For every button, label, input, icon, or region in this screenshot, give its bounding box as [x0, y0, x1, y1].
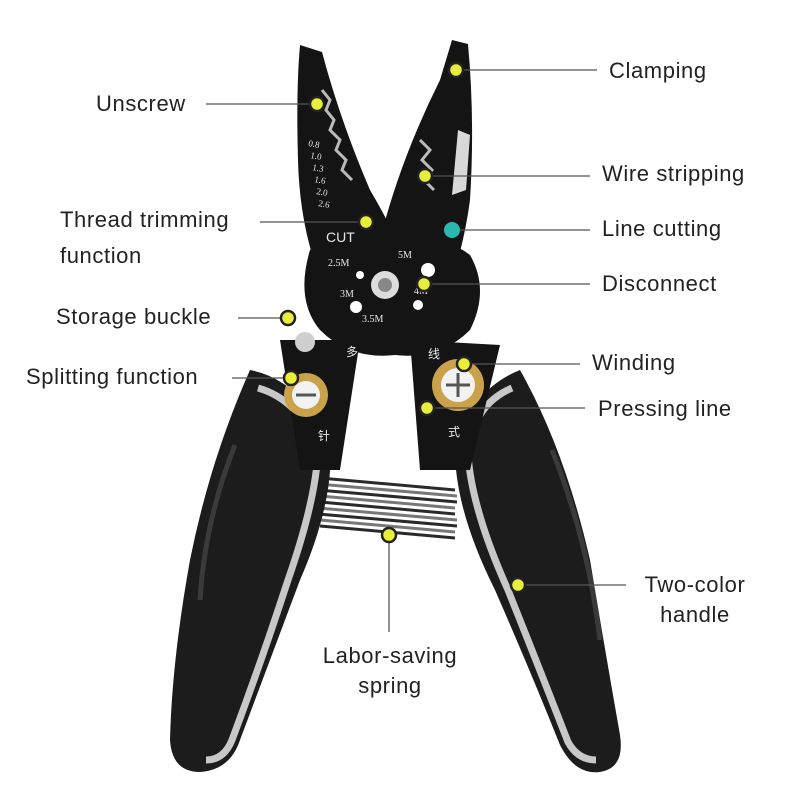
size-5m: 5M: [398, 250, 412, 261]
label-two-color-handle-line2: handle: [660, 602, 730, 627]
cut-marking: CUT: [326, 229, 355, 245]
callout-dot-wire-stripping: [416, 167, 434, 185]
size-2.5m: 2.5M: [328, 258, 350, 269]
label-line-cutting: Line cutting: [602, 216, 722, 241]
label-pressing-line: Pressing line: [598, 396, 732, 421]
callout-dot-unscrew: [308, 95, 326, 113]
label-spring-line1: Labor-saving: [322, 643, 458, 668]
callout-dots: [279, 61, 527, 594]
label-two-color-handle-line1: Two-color: [644, 572, 746, 597]
pivot-body: [304, 236, 480, 356]
size-3m: 3M: [340, 289, 354, 300]
callout-dot-clamping: [447, 61, 465, 79]
gauge-2.0: 2.0: [316, 186, 329, 198]
callout-dot-disconnect: [415, 275, 433, 293]
pivot-screw: [432, 359, 484, 411]
callout-dot-thread-trimming: [357, 213, 375, 231]
gauge-1.6: 1.6: [314, 174, 327, 186]
callout-dot-splitting: [282, 369, 300, 387]
right-handle: [455, 370, 621, 773]
size-3.5m: 3.5M: [362, 314, 384, 325]
callout-dot-spring: [380, 526, 398, 544]
callout-dot-two-color-handle: [509, 576, 527, 594]
gauge-0.8: 0.8: [308, 138, 321, 150]
label-thread-trimming-line2: function: [60, 243, 142, 268]
gauge-1.0: 1.0: [310, 150, 323, 162]
leader-lines: [206, 69, 626, 632]
chinese-shi: 式: [448, 425, 460, 439]
callout-dot-line-cutting: [444, 222, 460, 238]
label-thread-trimming-line1: Thread trimming: [60, 207, 230, 232]
callout-dot-storage-buckle: [279, 309, 297, 327]
chinese-xian: 线: [428, 347, 440, 361]
label-storage-buckle: Storage buckle: [56, 304, 212, 329]
gauge-2.6: 2.6: [318, 198, 331, 210]
label-spring-line2: spring: [358, 673, 422, 698]
callout-dot-pressing-line: [418, 399, 436, 417]
gauge-1.3: 1.3: [312, 162, 325, 174]
chinese-duo: 多: [346, 345, 358, 359]
callout-dot-winding: [455, 355, 473, 373]
label-clamping: Clamping: [609, 58, 707, 83]
label-unscrew: Unscrew: [96, 91, 186, 116]
chinese-zhen: 针: [318, 428, 330, 443]
spring-coil: [317, 476, 458, 540]
label-wire-stripping: Wire stripping: [602, 161, 745, 186]
label-winding: Winding: [592, 350, 676, 375]
label-disconnect: Disconnect: [602, 271, 717, 296]
label-splitting-function: Splitting function: [26, 364, 199, 389]
